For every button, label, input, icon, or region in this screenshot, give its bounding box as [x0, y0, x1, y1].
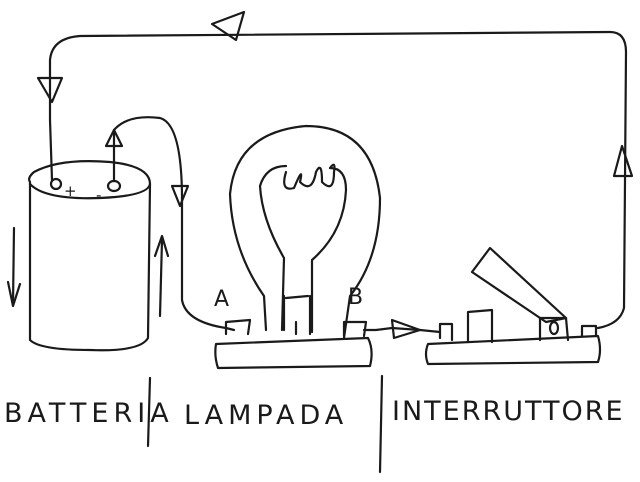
arrow-left-wire-icon: [36, 76, 64, 104]
wire-top-loop: [48, 30, 628, 330]
arrow-top-icon: [210, 10, 246, 42]
arrow-battery-left-icon: [6, 280, 22, 308]
switch-pivot: [538, 316, 570, 342]
battery: + -: [28, 160, 152, 352]
captions: BATTERIA LAMPADA INTERRUTTORE: [4, 374, 625, 474]
wire-lamp-to-switch: [362, 326, 442, 334]
switch-base: [424, 334, 602, 366]
switch-pivot-screw: [548, 320, 560, 336]
caption-switch: INTERRUTTORE: [392, 396, 625, 427]
lamp-bulb-outline: [228, 124, 382, 340]
lamp-base: [214, 336, 373, 370]
lamp-contact-b: [342, 320, 368, 338]
arrow-battery-right-shaft: [158, 238, 164, 318]
battery-minus-sign: -: [96, 186, 101, 204]
wire-battery-to-lamp: [112, 116, 236, 332]
lamp-point-a-label: A: [214, 287, 229, 312]
battery-body: [28, 160, 152, 352]
lamp: A B: [214, 124, 382, 370]
lamp-neck: [282, 294, 312, 336]
arrow-battery-right-icon: [153, 234, 170, 258]
current-arrows: [6, 10, 634, 340]
switch: [424, 246, 602, 366]
arrow-down-wire-icon: [170, 184, 190, 208]
switch-open-post: [466, 308, 494, 344]
arrow-battery-left-shaft: [11, 226, 16, 306]
switch-right-contact: [580, 324, 598, 338]
arrow-right-wire-icon: [612, 144, 634, 178]
battery-negative-terminal: [106, 179, 122, 193]
divider-left: [146, 376, 152, 448]
battery-top-rim: [28, 182, 152, 200]
lamp-contact-a: [224, 318, 252, 336]
lamp-filament-support-right: [310, 166, 348, 334]
divider-right: [378, 374, 384, 474]
battery-plus-sign: +: [64, 182, 77, 200]
switch-left-contact: [438, 322, 454, 342]
caption-battery: BATTERIA: [4, 398, 174, 429]
lamp-point-b-label: B: [348, 285, 363, 310]
lamp-filament-coil: [283, 163, 336, 190]
lamp-filament-support-left: [258, 164, 288, 332]
battery-positive-terminal: [49, 177, 63, 191]
arrow-negative-terminal-icon: [104, 128, 124, 148]
caption-lamp: LAMPADA: [184, 400, 348, 431]
